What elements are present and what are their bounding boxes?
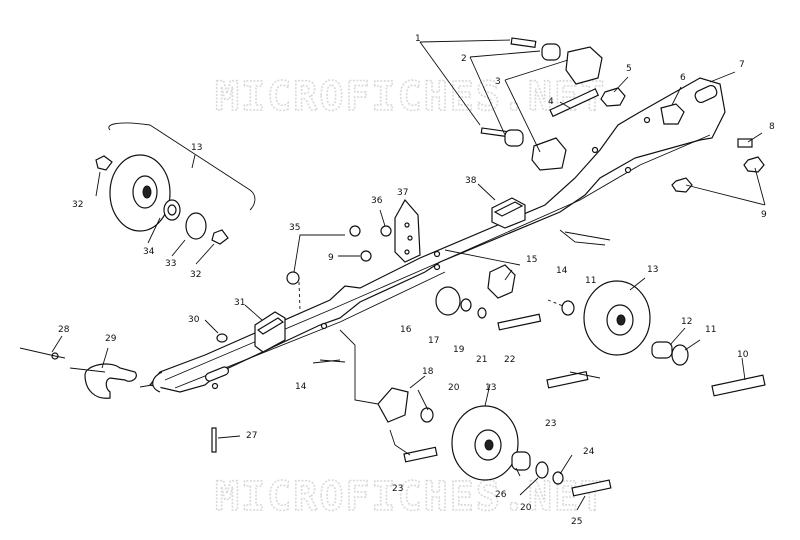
callout-27: 27 <box>246 431 257 441</box>
leader-lines <box>19 39 766 511</box>
watermark-bottom: MICROFICHES.NET <box>215 474 606 520</box>
callout-7: 7 <box>739 60 745 70</box>
callout-22: 22 <box>504 355 515 365</box>
callout-30: 30 <box>188 315 200 325</box>
front-hook-29 <box>51 352 137 399</box>
callout-24: 24 <box>583 447 595 457</box>
callout-34: 34 <box>143 247 155 257</box>
callout-23-right: 23 <box>545 419 556 429</box>
callout-5: 5 <box>626 64 632 74</box>
callout-26: 26 <box>495 490 507 500</box>
callout-13-right: 13 <box>647 265 658 275</box>
callout-16: 16 <box>400 325 412 335</box>
callout-9-right: 9 <box>761 210 767 220</box>
callout-labels: 1 2 3 4 5 6 7 8 9 9 10 11 11 12 13 13 13… <box>58 34 775 527</box>
callout-10: 10 <box>737 350 749 360</box>
callout-31: 31 <box>234 298 245 308</box>
callout-15: 15 <box>526 255 537 265</box>
callout-32-right: 32 <box>190 270 201 280</box>
callout-18: 18 <box>422 367 434 377</box>
callout-36: 36 <box>371 196 383 206</box>
callout-17: 17 <box>428 336 439 346</box>
callout-13-top: 13 <box>191 143 202 153</box>
callout-33: 33 <box>165 259 176 269</box>
callout-6: 6 <box>680 73 686 83</box>
callout-14-lower: 14 <box>295 382 307 392</box>
callout-19: 19 <box>453 345 465 355</box>
callout-32-left: 32 <box>72 200 83 210</box>
callout-13-lower: 13 <box>485 383 496 393</box>
idler-wheel-13-assembly <box>95 122 256 245</box>
callout-38: 38 <box>465 176 477 186</box>
callout-11-right: 11 <box>705 325 716 335</box>
wear-block-38 <box>491 197 526 229</box>
callout-20-upper: 20 <box>448 383 460 393</box>
idler-wheel-13-lower <box>451 405 612 497</box>
callout-14-upper: 14 <box>556 266 568 276</box>
callout-28: 28 <box>58 325 70 335</box>
middle-hardware <box>211 225 589 463</box>
callout-8: 8 <box>769 122 775 132</box>
callout-37: 37 <box>397 188 408 198</box>
callout-20-lower: 20 <box>520 503 532 513</box>
callout-21: 21 <box>476 355 487 365</box>
callout-35: 35 <box>289 223 300 233</box>
callout-12: 12 <box>681 317 692 327</box>
watermark-top: MICROFICHES.NET <box>215 74 606 120</box>
idler-wheel-13-right <box>561 280 766 397</box>
callout-29: 29 <box>105 334 117 344</box>
callout-4: 4 <box>548 97 554 107</box>
wear-block-31 <box>254 311 286 353</box>
callout-1: 1 <box>415 34 421 44</box>
callout-3: 3 <box>495 77 501 87</box>
rail-bracket-37 <box>394 198 421 263</box>
callout-9-left: 9 <box>328 253 334 263</box>
callout-25: 25 <box>571 517 582 527</box>
callout-2: 2 <box>461 54 467 64</box>
callout-11-left: 11 <box>585 276 596 286</box>
callout-23-lower: 23 <box>392 484 403 494</box>
upper-mounting-hardware <box>480 37 765 193</box>
